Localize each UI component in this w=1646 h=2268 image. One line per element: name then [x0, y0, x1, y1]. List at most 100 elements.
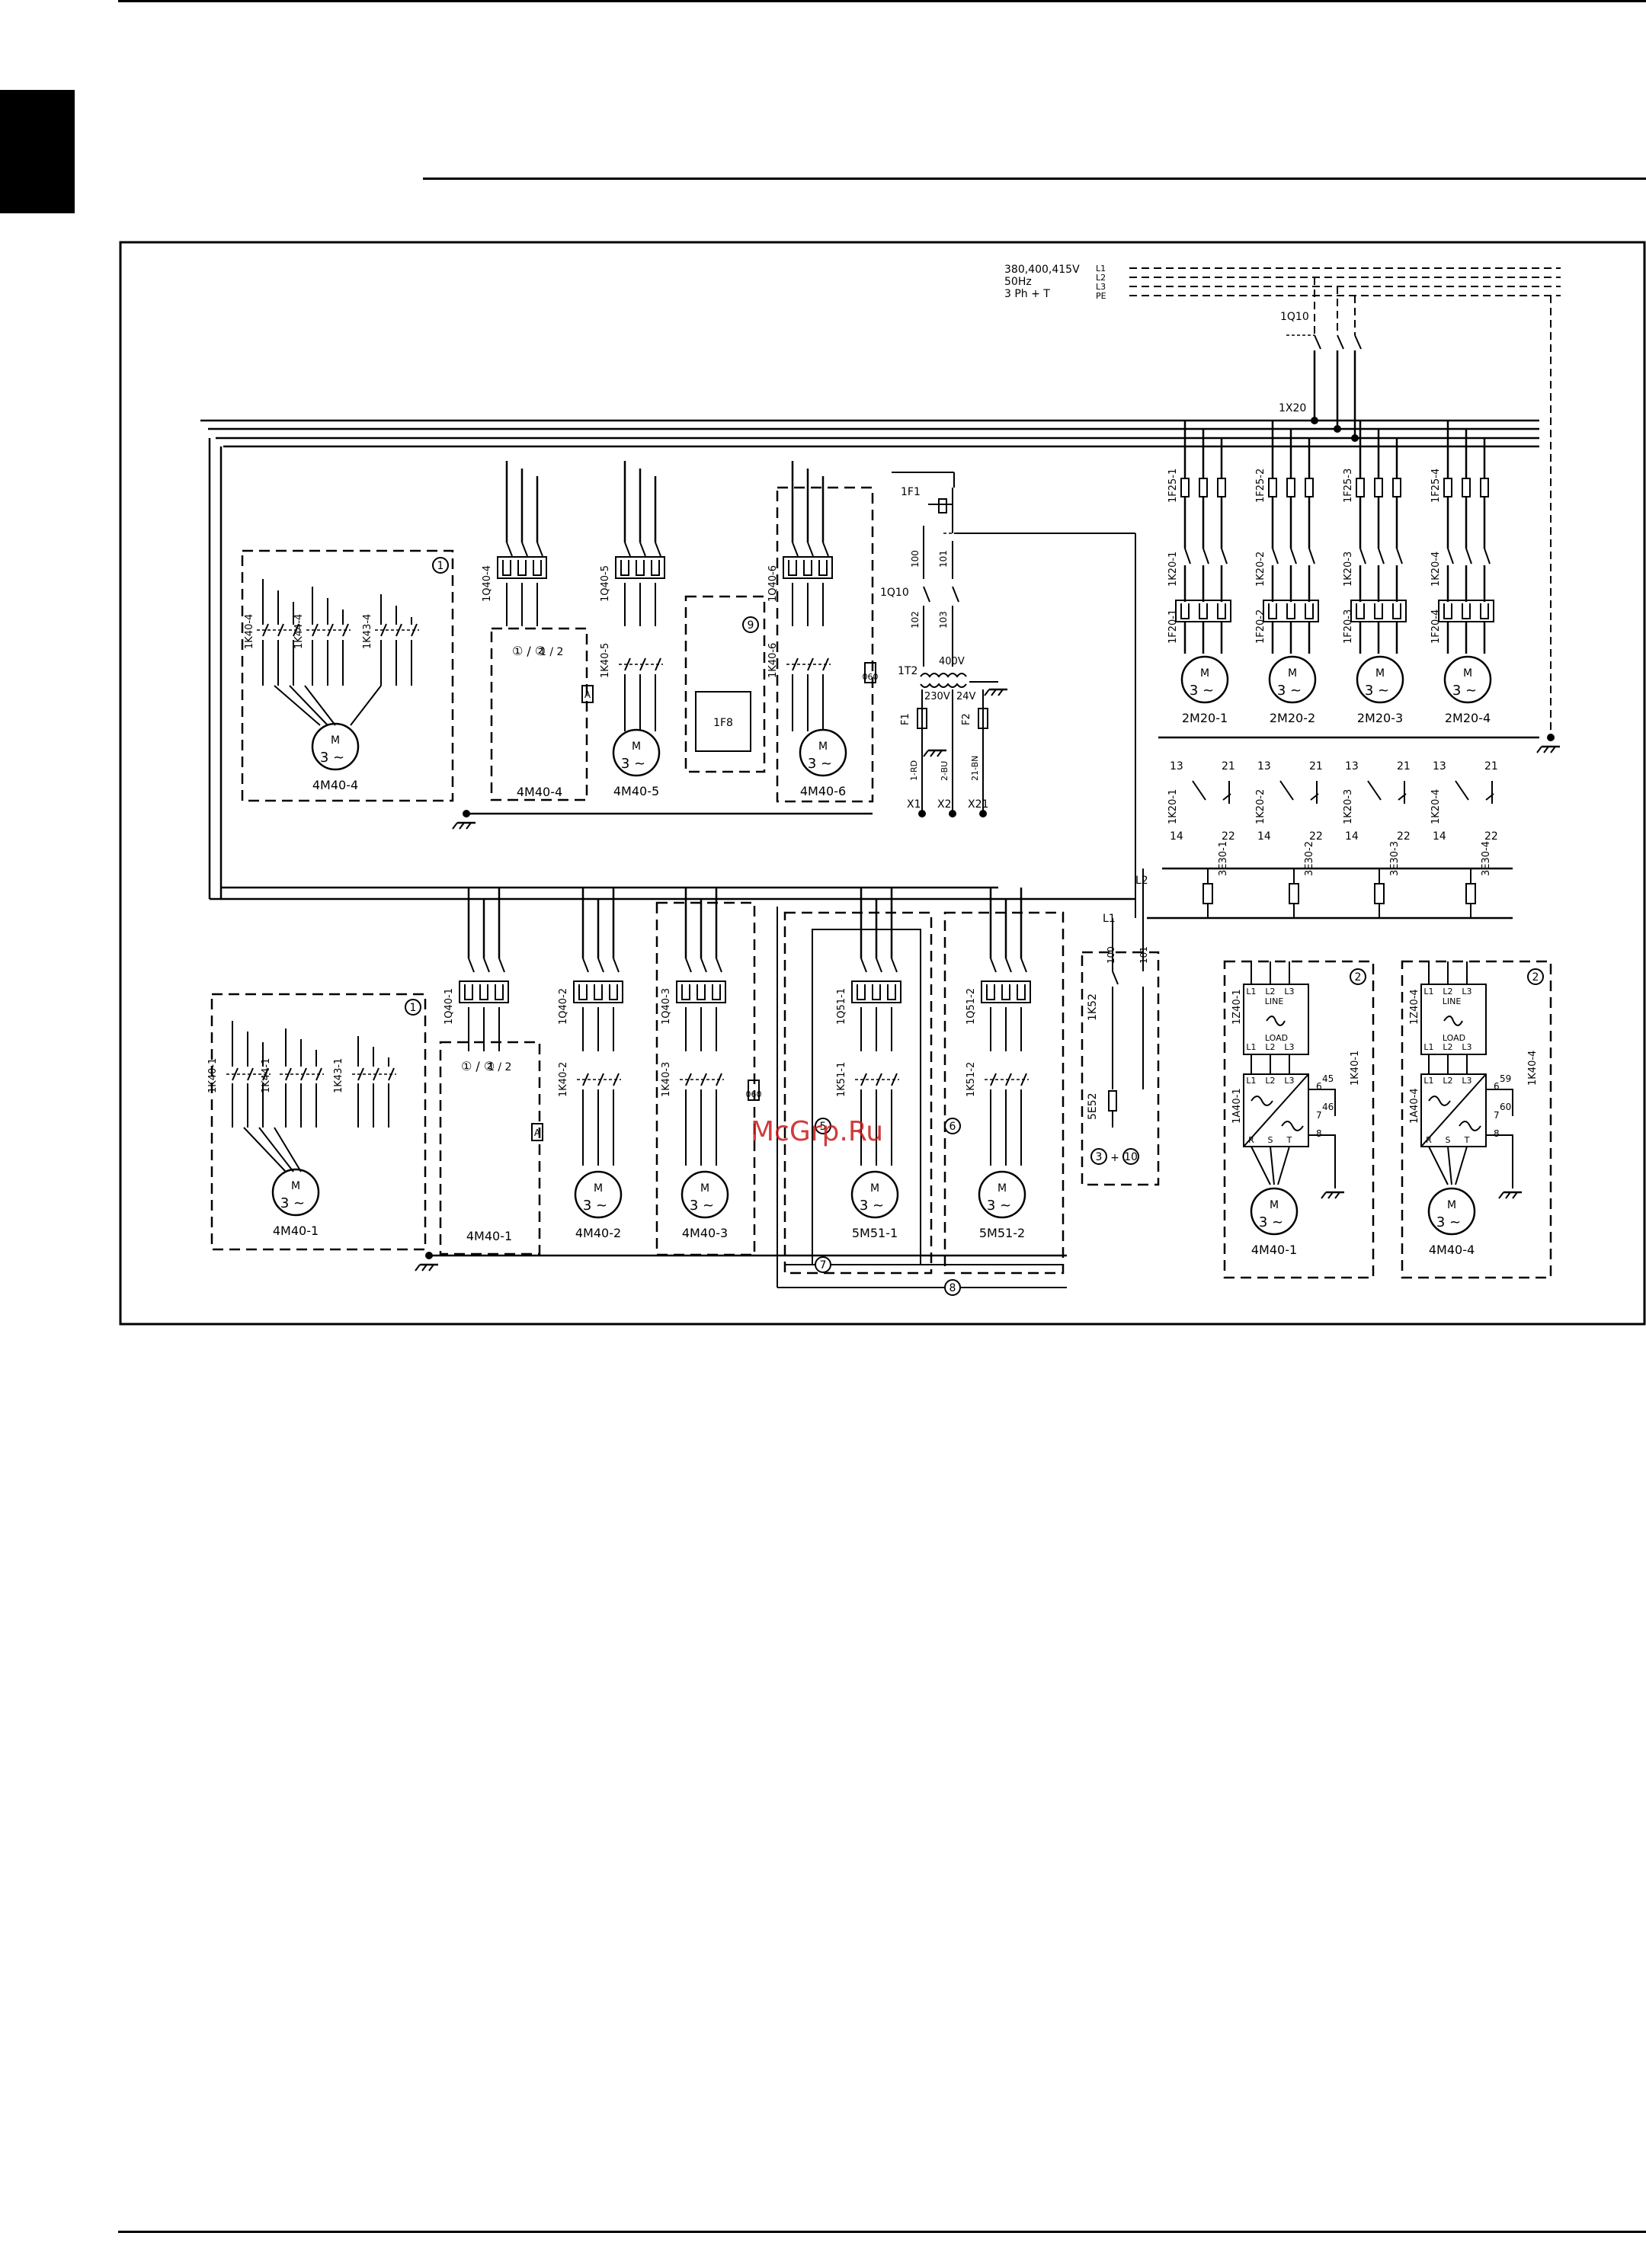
- drive-box: [655, 901, 756, 1256]
- relay-terminal: 45: [1322, 1073, 1334, 1084]
- control-fuse-label: 1F1: [901, 486, 921, 498]
- junction: [1334, 425, 1341, 433]
- fuse-symbol: [938, 498, 947, 513]
- motor-phase-label: 3 ~: [1365, 683, 1389, 699]
- wire-label: 103: [938, 611, 949, 629]
- vfd-motor: [1427, 1187, 1476, 1236]
- wire: [274, 685, 321, 726]
- wire: [1447, 548, 1454, 565]
- relay-terminal: 7: [1494, 1110, 1500, 1121]
- contactor-contacts: [792, 657, 799, 671]
- aux-contact-no: 13: [1345, 760, 1359, 773]
- wire-label: 100: [1106, 946, 1116, 964]
- junction: [425, 1252, 433, 1259]
- wire: [1251, 1146, 1271, 1185]
- ground-icon: [466, 822, 472, 830]
- ground-icon: [1536, 746, 1542, 753]
- thermal-element: [578, 984, 588, 1000]
- star-delta-contacts: [357, 1067, 364, 1081]
- supply-line-label: L3: [1096, 282, 1106, 292]
- contactor-label: 1K40-3: [661, 1062, 672, 1097]
- motor-m-label: M: [1200, 667, 1209, 680]
- motor-name: 2M20-2: [1270, 711, 1315, 725]
- wire: [521, 542, 528, 557]
- fan-box: [943, 911, 1065, 1275]
- note-badge-label: 2: [1355, 971, 1362, 984]
- note-badge: [944, 1279, 961, 1296]
- aux-contact: [1367, 780, 1382, 801]
- motor-name: 5M51-1: [852, 1226, 898, 1240]
- heater-element: [1202, 883, 1213, 904]
- wire-color-label: 21-BN: [970, 756, 980, 781]
- relay-terminal: 8: [1494, 1128, 1500, 1139]
- thermal-element: [872, 984, 881, 1000]
- ground-icon: [1550, 746, 1556, 753]
- header-rule: [423, 178, 1646, 180]
- wire: [1486, 1089, 1513, 1116]
- motor-m-label: M: [1270, 1199, 1279, 1211]
- breaker-label: 1Q40-5: [600, 565, 611, 602]
- motor-m-label: M: [594, 1182, 603, 1195]
- filter-terminal: L3: [1462, 987, 1471, 996]
- wire: [1270, 1146, 1275, 1185]
- terminal-dot: [949, 810, 956, 817]
- motor-name: 4M40-4: [312, 778, 358, 792]
- wire: [1308, 548, 1315, 565]
- motor-m-label: M: [818, 741, 828, 753]
- star-delta-contacts: [312, 623, 319, 637]
- wire: [1308, 1089, 1336, 1116]
- filter-terminal: L3: [1284, 987, 1294, 996]
- contactor-label: 1K40-5: [600, 643, 611, 678]
- filter-wave: [1266, 1016, 1286, 1026]
- thermal-element: [1443, 603, 1452, 619]
- thermal-element: [502, 560, 511, 576]
- wire: [624, 542, 631, 557]
- motor-phase-label: 3 ~: [1259, 1214, 1283, 1230]
- fuse-label: 1F25-3: [1343, 469, 1354, 503]
- thermal-element: [1480, 603, 1489, 619]
- heater-element: [1374, 883, 1385, 904]
- vfd-diagonal: [1420, 1073, 1487, 1147]
- fuse-symbol: [978, 708, 988, 729]
- wire: [1290, 548, 1297, 565]
- fuse-label: 1F25-4: [1430, 469, 1442, 503]
- drive-wave: [1428, 1096, 1451, 1106]
- fuse-symbol: [1392, 478, 1401, 497]
- aux-contact-no: 13: [1170, 760, 1183, 773]
- thermal-element: [464, 984, 473, 1000]
- drive-terminal: S: [1268, 1135, 1273, 1145]
- aux-contact-no: 14: [1433, 830, 1446, 843]
- drive-note-text: 1 / 2: [488, 1061, 511, 1073]
- relay-terminal: 6: [1494, 1081, 1500, 1092]
- aux-contact-no: 13: [1433, 760, 1446, 773]
- wire: [1020, 958, 1027, 973]
- tag-box: [581, 685, 594, 703]
- filter-label: 1Z40-1: [1231, 989, 1243, 1025]
- terminal-dot: [979, 810, 987, 817]
- relay-terminal: 7: [1316, 1110, 1322, 1121]
- top-rule: [118, 0, 1646, 2]
- overload-label: 1F20-1: [1167, 609, 1179, 644]
- drive-terminal: S: [1446, 1135, 1451, 1145]
- filter-terminal: L1: [1246, 987, 1256, 996]
- breaker-label: 1Q40-6: [767, 565, 779, 602]
- wire: [639, 542, 646, 557]
- motor-phase-label: 3 ~: [860, 1198, 884, 1214]
- ground-icon: [1334, 1192, 1340, 1199]
- note-badge-label: 10: [1124, 1151, 1138, 1163]
- supply-phases: 3 Ph + T: [1004, 288, 1050, 300]
- note-badge-label: 3: [1096, 1151, 1103, 1163]
- wire-label: 100: [910, 550, 921, 568]
- wire: [1455, 1146, 1468, 1185]
- overload-relay: [1438, 600, 1494, 622]
- drive-terminal: L2: [1265, 1076, 1275, 1086]
- junction: [1351, 434, 1359, 442]
- transformer-primary-label: 400V: [939, 656, 965, 667]
- pump-motor: [1180, 655, 1229, 704]
- pump-motor: [1443, 655, 1492, 704]
- terminal-label: X1: [907, 798, 921, 811]
- wire: [468, 958, 475, 973]
- relay-terminal: 46: [1322, 1102, 1334, 1112]
- control-fuse: F1: [900, 713, 911, 725]
- thermal-element: [986, 984, 995, 1000]
